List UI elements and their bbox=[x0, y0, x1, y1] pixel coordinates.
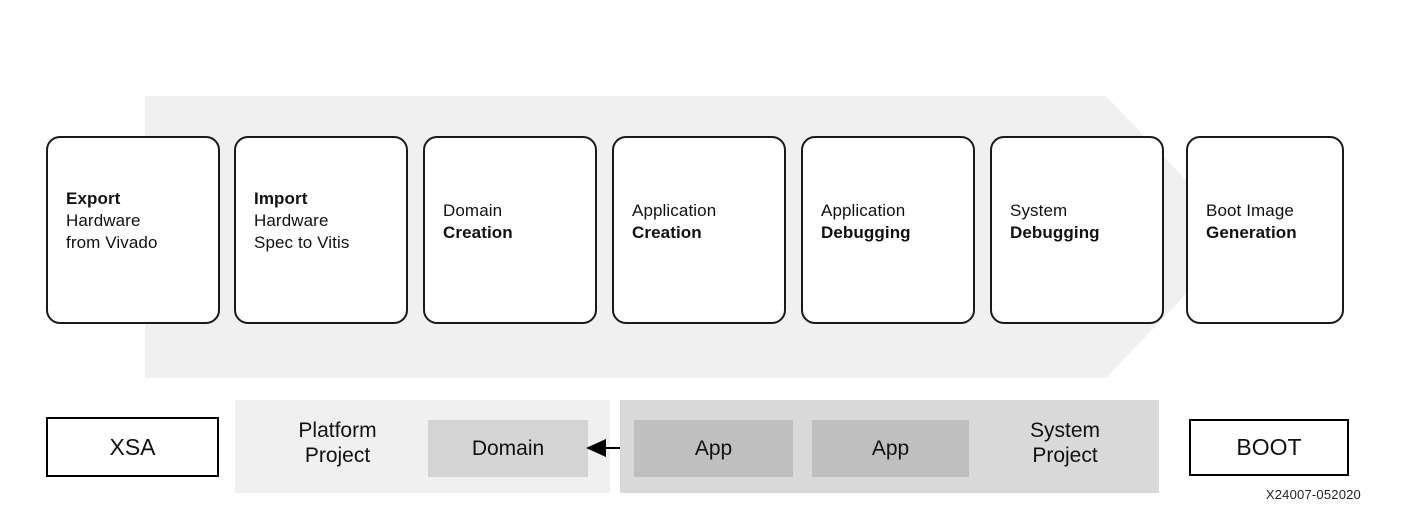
app-box-2[interactable]: App bbox=[812, 420, 969, 477]
stage-card-domain-creation[interactable]: Domain Creation bbox=[423, 136, 597, 324]
domain-box[interactable]: Domain bbox=[428, 420, 588, 477]
platform-project-label-line1: Platform bbox=[298, 419, 377, 442]
stage-sub-import-1: Hardware bbox=[254, 210, 329, 230]
stage-card-domain-creation-text: Domain Creation bbox=[443, 200, 587, 244]
stage-card-export-text: Export Hardware from Vivado bbox=[66, 188, 210, 253]
stage-card-application-creation-text: Application Creation bbox=[632, 200, 776, 244]
xsa-label: XSA bbox=[109, 433, 156, 460]
xsa-artifact-box[interactable]: XSA bbox=[46, 417, 219, 477]
system-project-label-line1: System bbox=[1029, 419, 1100, 442]
stage-sub-boot-generation: Generation bbox=[1206, 222, 1297, 242]
boot-label: BOOT bbox=[1236, 434, 1302, 460]
stage-title-import: Import bbox=[254, 189, 308, 208]
app-box-1[interactable]: App bbox=[634, 420, 793, 477]
stage-title-application-creation: Application bbox=[632, 201, 717, 220]
stage-title-export: Export bbox=[66, 189, 121, 208]
stage-sub-application-creation: Creation bbox=[632, 222, 702, 242]
stage-sub-system-debugging: Debugging bbox=[1010, 222, 1100, 242]
stage-title-application-debugging: Application bbox=[821, 201, 906, 220]
boot-artifact-box[interactable]: BOOT bbox=[1189, 419, 1349, 476]
stage-card-system-debugging-text: System Debugging bbox=[1010, 200, 1154, 244]
figure-id-caption: X24007-052020 bbox=[1265, 487, 1361, 502]
stage-title-domain: Domain bbox=[443, 201, 503, 220]
stage-sub-domain-creation: Creation bbox=[443, 222, 513, 242]
stage-sub-import-2: Spec to Vitis bbox=[254, 232, 350, 252]
stage-sub-export-1: Hardware bbox=[66, 210, 141, 230]
stage-card-application-debugging[interactable]: Application Debugging bbox=[801, 136, 975, 324]
app-box-1-label: App bbox=[694, 436, 733, 460]
platform-project-label: Platform Project bbox=[245, 419, 430, 469]
stage-card-application-debugging-text: Application Debugging bbox=[821, 200, 965, 244]
stage-card-import-text: Import Hardware Spec to Vitis bbox=[254, 188, 398, 253]
app-box-2-label: App bbox=[871, 436, 910, 460]
stage-title-system-debugging: System bbox=[1010, 201, 1068, 220]
stage-sub-export-2: from Vivado bbox=[66, 232, 158, 252]
stage-card-boot-image-generation-text: Boot Image Generation bbox=[1206, 200, 1334, 244]
stage-card-system-debugging[interactable]: System Debugging bbox=[990, 136, 1164, 324]
system-project-label-line2: Project bbox=[1032, 443, 1098, 467]
stage-card-export[interactable]: Export Hardware from Vivado bbox=[46, 136, 220, 324]
domain-box-label: Domain bbox=[471, 436, 545, 460]
system-project-label: System Project bbox=[990, 419, 1140, 469]
stage-title-boot-image: Boot Image bbox=[1206, 201, 1294, 220]
stage-card-import[interactable]: Import Hardware Spec to Vitis bbox=[234, 136, 408, 324]
platform-project-label-line2: Project bbox=[304, 443, 371, 467]
stage-card-application-creation[interactable]: Application Creation bbox=[612, 136, 786, 324]
stage-sub-application-debugging: Debugging bbox=[821, 222, 911, 242]
stage-card-boot-image-generation[interactable]: Boot Image Generation bbox=[1186, 136, 1344, 324]
